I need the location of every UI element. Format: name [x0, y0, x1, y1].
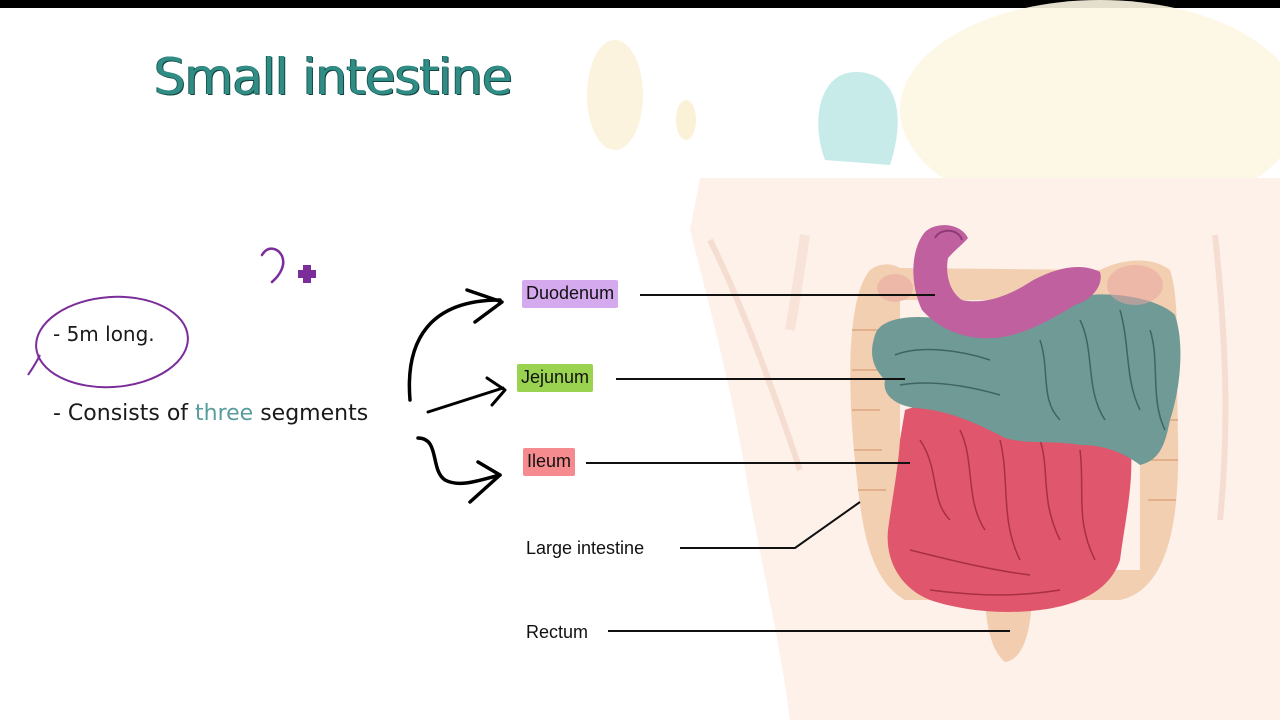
ribcage-left: [785, 234, 810, 331]
label-large-intestine: Large intestine: [526, 538, 645, 558]
label-duodenum: Duodenum: [522, 280, 619, 308]
arrow-to-ileum: [416, 436, 502, 486]
jejunum-shape: [872, 294, 1181, 465]
duodenum-shape: [913, 225, 1101, 339]
arrow-to-jejunum: [426, 386, 505, 414]
pen-cursor-icon: [298, 265, 316, 283]
pen-scribble: [260, 247, 285, 284]
duodenum-curl: [934, 229, 963, 241]
bullet-segments: - Consists of three segments: [53, 401, 368, 426]
arrow-head-ileum: [468, 460, 502, 504]
circle-annotation-tail: [27, 354, 41, 376]
highlight-three: three: [195, 401, 254, 426]
label-rectum: Rectum: [526, 622, 589, 642]
label-jejunum: Jejunum: [517, 364, 594, 392]
stomach-hint: [1107, 265, 1163, 305]
arrow-head-jejunum: [485, 376, 507, 407]
large-intestine-leader-line: [680, 501, 861, 549]
background-blob-teal: [818, 71, 898, 165]
torso-left-curve: [707, 238, 803, 471]
bullet-length: - 5m long.: [53, 322, 155, 346]
arrow-to-duodenum: [407, 298, 502, 402]
circle-annotation: [35, 295, 189, 389]
video-top-bar: [0, 0, 1280, 8]
jejunum-folds: [894, 309, 1166, 431]
background-blob-yellow-drop: [676, 100, 696, 140]
bullet-segments-suffix: segments: [253, 401, 369, 426]
background-blob-yellow: [900, 0, 1280, 220]
torso-right-curve: [1212, 234, 1229, 521]
label-ileum: Ileum: [523, 448, 576, 476]
arrow-head-duodenum: [465, 288, 504, 324]
ileum-folds: [909, 429, 1096, 596]
bullet-segments-prefix: - Consists of: [53, 401, 196, 426]
slide-title: Small intestine: [154, 48, 513, 106]
liver-hint: [877, 274, 913, 302]
background-blob-yellow-small: [587, 40, 643, 150]
